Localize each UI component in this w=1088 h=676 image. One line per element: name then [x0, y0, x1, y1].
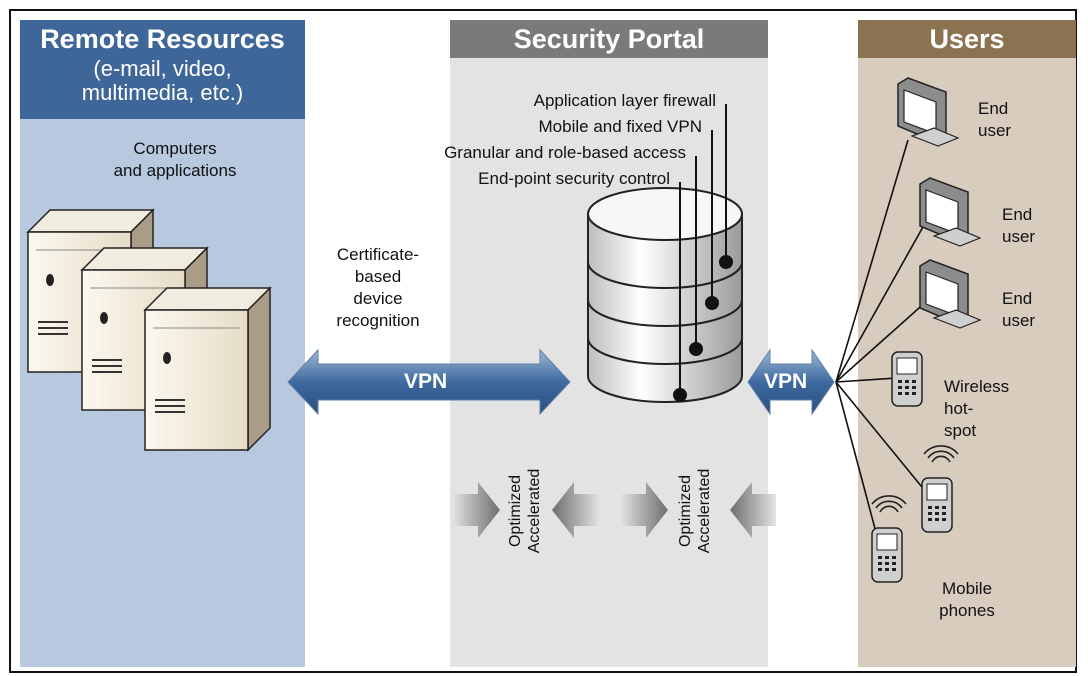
- wireless-waves-icon: [923, 445, 959, 463]
- certificate-label: Certificate- based device recognition: [336, 245, 420, 330]
- vpn-left-label: VPN: [404, 370, 448, 393]
- user-label-3: End user: [1002, 289, 1036, 330]
- feature-label-1: Application layer firewall: [533, 91, 716, 110]
- server-icon: [144, 287, 271, 451]
- handheld-icon: [891, 351, 923, 407]
- feature-label-4: End-point security control: [478, 169, 670, 188]
- flow-label-right: Optimized Accelerated: [677, 468, 713, 554]
- diagram-frame: [9, 9, 1077, 673]
- vpn-arrow-left: [287, 348, 571, 416]
- monitor-icon: [919, 259, 981, 329]
- flow-label-left: Optimized Accelerated: [507, 468, 543, 554]
- wireless-waves-icon: [871, 495, 907, 513]
- vpn-arrow-right: [747, 348, 835, 416]
- user-label-5: Mobile phones: [939, 579, 995, 620]
- remote-resources-header: Remote Resources (e-mail, video, multime…: [20, 20, 305, 119]
- feature-pointers: [679, 104, 727, 394]
- remote-resources-subtitle: (e-mail, video, multimedia, etc.): [81, 56, 244, 105]
- user-label-2: End user: [1002, 205, 1036, 246]
- remote-resources-title: Remote Resources: [40, 24, 285, 54]
- vpn-right-label: VPN: [764, 370, 808, 393]
- users-title: Users: [929, 24, 1005, 54]
- feature-dots: [673, 255, 733, 402]
- feature-label-3: Granular and role-based access: [444, 143, 686, 162]
- mobile-phone-icon: [921, 477, 953, 533]
- user-label-4: Wireless hot- spot: [944, 377, 1010, 440]
- computers-label: Computers and applications: [113, 139, 237, 180]
- user-label-1: End user: [978, 99, 1012, 140]
- monitor-icon: [919, 177, 981, 247]
- feature-label-2: Mobile and fixed VPN: [538, 117, 702, 136]
- users-header: Users: [858, 20, 1076, 58]
- flow-arrows: [452, 482, 776, 538]
- security-portal-header: Security Portal: [450, 20, 768, 58]
- monitor-icon: [897, 77, 959, 147]
- database-icon: [587, 187, 743, 403]
- mobile-phone-icon: [871, 527, 903, 583]
- user-connection-lines: [835, 139, 929, 541]
- security-portal-title: Security Portal: [513, 24, 705, 54]
